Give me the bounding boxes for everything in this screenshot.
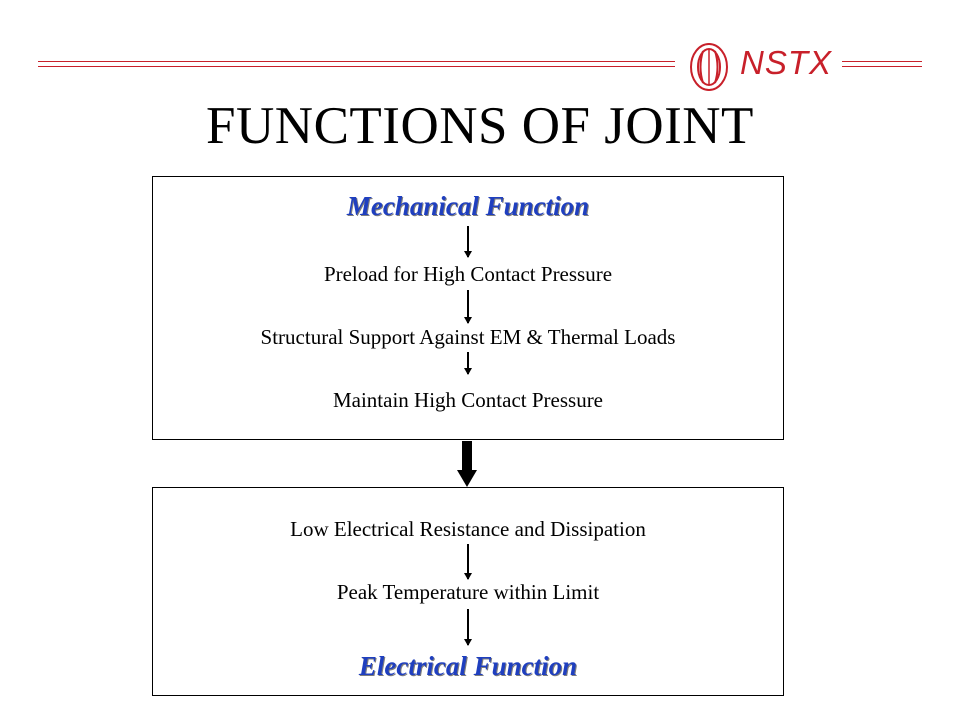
header-rule-left-top <box>38 61 675 62</box>
mechanical-step: Maintain High Contact Pressure <box>332 388 604 412</box>
mechanical-function-heading: Mechanical Function <box>346 191 590 221</box>
electrical-function-heading: Electrical Function <box>358 651 578 681</box>
electrical-step: Low Electrical Resistance and Dissipatio… <box>290 517 646 541</box>
mechanical-function-box: Mechanical Function Preload for High Con… <box>152 176 784 440</box>
header-rule-right-top <box>842 61 922 62</box>
flow-arrow <box>464 544 472 580</box>
logo-text: NSTX <box>740 44 833 81</box>
nstx-torus-logo-icon <box>689 42 729 92</box>
mechanical-step: Preload for High Contact Pressure <box>323 262 613 286</box>
header-rule-left-bottom <box>38 66 675 67</box>
page-title: FUNCTIONS OF JOINT <box>206 97 754 155</box>
flow-arrow <box>464 226 472 258</box>
flow-arrow <box>464 352 472 375</box>
electrical-step: Peak Temperature within Limit <box>336 580 600 604</box>
electrical-function-box: Low Electrical Resistance and Dissipatio… <box>152 487 784 696</box>
flow-arrow <box>464 290 472 324</box>
mechanical-step: Structural Support Against EM & Thermal … <box>260 325 676 349</box>
header-rule-right-bottom <box>842 66 922 67</box>
flow-arrow <box>464 609 472 646</box>
down-arrow-icon <box>457 441 477 487</box>
